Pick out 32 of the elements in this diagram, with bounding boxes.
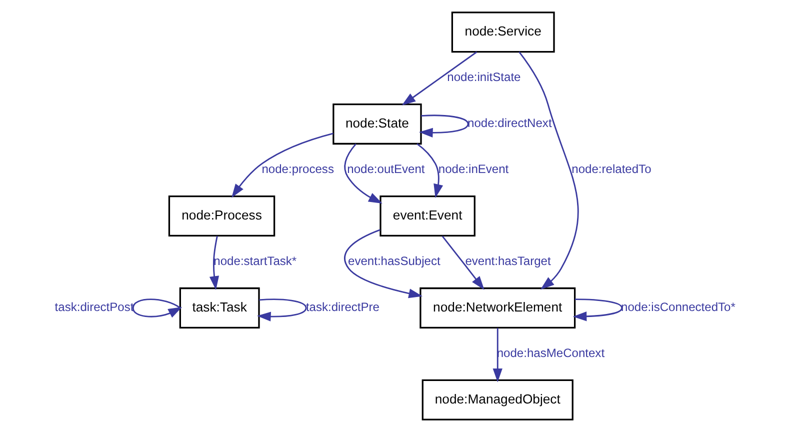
arrow xyxy=(418,114,468,138)
node-box: node:Process xyxy=(168,195,275,237)
edge-label: event:hasTarget xyxy=(464,254,550,268)
edge-label: node:relatedTo xyxy=(571,162,651,176)
node-box: node:ManagedObject xyxy=(421,379,573,420)
edge-label: node:process xyxy=(261,162,334,176)
arrow xyxy=(572,298,622,322)
arrow xyxy=(231,132,333,198)
arrow xyxy=(132,298,182,318)
arrow xyxy=(416,143,443,198)
node-box: node:Service xyxy=(450,12,554,53)
arrow xyxy=(441,236,484,290)
arrow xyxy=(256,298,306,322)
node-box: event:Event xyxy=(379,195,475,237)
arrow xyxy=(344,143,382,204)
arrow xyxy=(492,328,502,382)
edge-label: node:startTask* xyxy=(213,254,296,268)
node-box: node:State xyxy=(332,104,422,145)
edge-label: node:isConnectedTo* xyxy=(620,300,735,314)
edge-label: node:outEvent xyxy=(346,162,424,176)
edge-label: task:directPre xyxy=(305,300,380,314)
arrow xyxy=(401,51,477,106)
edge-label: node:inEvent xyxy=(438,162,508,176)
arrow xyxy=(344,229,422,298)
node-box: node:NetworkElement xyxy=(419,287,576,328)
edge-label: node:initState xyxy=(446,70,520,84)
edge-label: task:directPost xyxy=(54,300,134,314)
arrow xyxy=(518,52,578,290)
edge-label: node:directNext xyxy=(467,116,552,130)
edge-label: event:hasSubject xyxy=(348,254,440,268)
node-box: task:Task xyxy=(178,287,260,328)
arrow xyxy=(208,236,219,290)
